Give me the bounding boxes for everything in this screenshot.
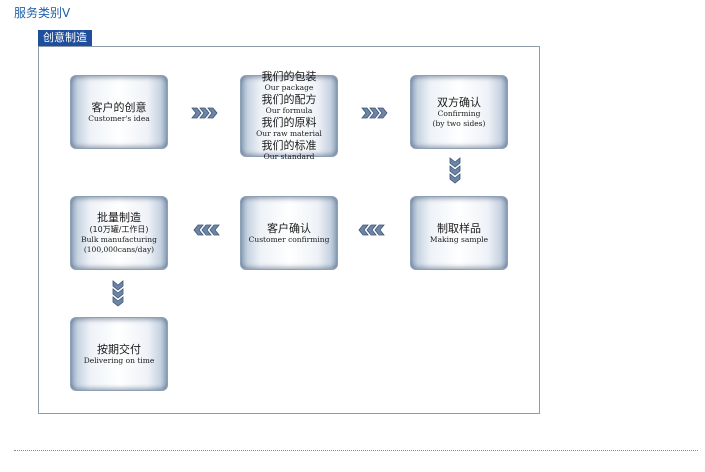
step-text-line: 我们的配方: [261, 93, 317, 106]
step-text-line: 我们的原料: [261, 116, 317, 129]
step-text-line: Customer's idea: [88, 113, 150, 123]
page-title: 服务类别V: [14, 6, 71, 20]
chevron-arrow-icon: [193, 224, 220, 236]
chevron-arrow-icon: [358, 224, 385, 236]
step-text-line: Our package: [264, 83, 314, 92]
chevron-arrow-icon: [361, 107, 388, 119]
step-text-line: Our formula: [265, 106, 313, 115]
chevron-arrow-icon: [112, 280, 124, 307]
tab-creative-manufacturing[interactable]: 创意制造: [38, 30, 92, 46]
step-text-line: (by two sides): [432, 118, 486, 128]
step-text-line: Delivering on time: [83, 355, 155, 365]
step-text-line: Our standard: [263, 152, 315, 161]
step-text-line: 按期交付: [97, 342, 141, 356]
step-text-line: 客户确认: [267, 221, 311, 235]
step-text-line: Customer confirming: [248, 234, 330, 244]
step-text-line: 双方确认: [437, 95, 481, 109]
step-text-line: 客户的创意: [91, 100, 147, 114]
step-text-line: 制取样品: [437, 221, 481, 235]
footer-divider: [14, 450, 698, 451]
step-text-line: Bulk manufacturing: [81, 235, 157, 244]
step-bulk-manufacturing: 批量制造(10万罐/工作日)Bulk manufacturing(100,000…: [70, 196, 168, 270]
chevron-arrow-icon: [449, 157, 461, 184]
step-text-line: Making sample: [429, 234, 489, 244]
step-text-line: 我们的包装: [261, 70, 317, 83]
step-text-line: (10万罐/工作日): [89, 225, 149, 234]
step-text-line: 批量制造: [97, 211, 141, 224]
step-text-line: (100,000cans/day): [83, 245, 155, 254]
step-text-line: Confirming: [437, 108, 481, 118]
chevron-arrow-icon: [191, 107, 218, 119]
step-text-line: 我们的标准: [261, 139, 317, 152]
step-text-line: Our raw material: [256, 129, 322, 138]
